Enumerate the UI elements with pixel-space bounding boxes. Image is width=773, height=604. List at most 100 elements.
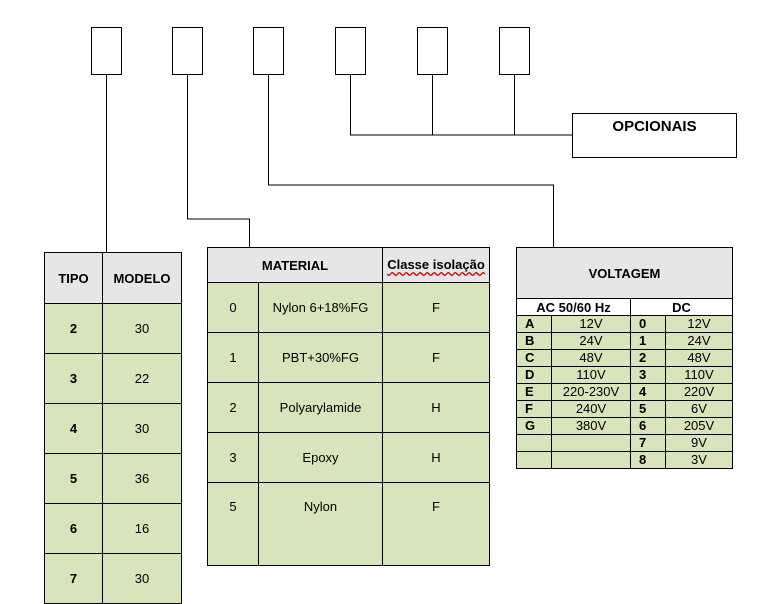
opcionais-label: OPCIONAIS: [612, 118, 697, 135]
code-box-6: [499, 27, 530, 75]
ac-code-cell: F: [516, 400, 552, 418]
classe-cell: F: [382, 482, 490, 566]
classe-cell: H: [382, 432, 490, 483]
table-row: 0 Nylon 6+18%FG F: [207, 282, 490, 333]
dc-voltage-cell: 48V: [665, 349, 733, 367]
table-row: 4 30: [44, 403, 182, 454]
dc-code-cell: 0: [630, 315, 666, 333]
ac-voltage-cell: 12V: [551, 315, 631, 333]
ac-voltage-cell: [551, 434, 631, 452]
connector-voltagem: [268, 75, 554, 247]
table-header-row: VOLTAGEM: [516, 247, 733, 299]
table-row: 5 36: [44, 453, 182, 504]
tipo-cell: 7: [44, 553, 103, 604]
ac-voltage-cell: 48V: [551, 349, 631, 367]
ac-code-cell: B: [516, 332, 552, 350]
table-row: 6 16: [44, 503, 182, 554]
ac-header: AC 50/60 Hz: [516, 298, 631, 316]
ac-code-cell: D: [516, 366, 552, 384]
table-row: 7 30: [44, 553, 182, 604]
modelo-cell: 16: [102, 503, 182, 554]
table-header-row: MATERIAL Classe isolação: [207, 247, 490, 283]
dc-voltage-cell: 12V: [665, 315, 733, 333]
dc-code-cell: 5: [630, 400, 666, 418]
modelo-cell: 30: [102, 303, 182, 354]
connector-material: [187, 75, 250, 247]
code-box-2: [172, 27, 203, 75]
material-name-cell: Nylon: [258, 482, 383, 566]
dc-code-cell: 8: [630, 451, 666, 469]
ac-voltage-cell: 110V: [551, 366, 631, 384]
modelo-header: MODELO: [102, 252, 182, 304]
dc-voltage-cell: 9V: [665, 434, 733, 452]
table-row: 5 Nylon F: [207, 482, 490, 566]
classe-cell: F: [382, 332, 490, 383]
dc-code-cell: 2: [630, 349, 666, 367]
material-header: MATERIAL: [207, 247, 383, 283]
tipo-modelo-table: TIPO MODELO 2 30 3 22 4 30 5 36 6 16 7 3…: [44, 252, 182, 604]
dc-voltage-cell: 24V: [665, 332, 733, 350]
classe-cell: F: [382, 282, 490, 333]
code-box-1: [91, 27, 122, 75]
dc-voltage-cell: 220V: [665, 383, 733, 401]
ac-code-cell: [516, 451, 552, 469]
material-code-cell: 5: [207, 482, 259, 566]
material-table: MATERIAL Classe isolação 0 Nylon 6+18%FG…: [207, 247, 490, 566]
tipo-cell: 3: [44, 353, 103, 404]
ac-code-cell: C: [516, 349, 552, 367]
dc-voltage-cell: 205V: [665, 417, 733, 435]
table-row: 1 PBT+30%FG F: [207, 332, 490, 383]
table-row: 3 22: [44, 353, 182, 404]
ac-voltage-cell: 24V: [551, 332, 631, 350]
code-box-3: [253, 27, 284, 75]
code-box-4: [335, 27, 366, 75]
ac-voltage-cell: 220-230V: [551, 383, 631, 401]
material-name-cell: Nylon 6+18%FG: [258, 282, 383, 333]
dc-code-cell: 6: [630, 417, 666, 435]
dc-code-cell: 3: [630, 366, 666, 384]
ac-code-cell: G: [516, 417, 552, 435]
classe-isolacao-header: Classe isolação: [382, 247, 490, 283]
classe-cell: H: [382, 382, 490, 433]
modelo-cell: 36: [102, 453, 182, 504]
material-name-cell: Epoxy: [258, 432, 383, 483]
table-row: 3 Epoxy H: [207, 432, 490, 483]
opcionais-box: OPCIONAIS: [572, 113, 737, 158]
dc-voltage-cell: 3V: [665, 451, 733, 469]
ac-voltage-cell: [551, 451, 631, 469]
material-code-cell: 3: [207, 432, 259, 483]
dc-code-cell: 7: [630, 434, 666, 452]
dc-header: DC: [630, 298, 733, 316]
voltagem-title: VOLTAGEM: [516, 247, 733, 299]
tipo-header: TIPO: [44, 252, 103, 304]
material-code-cell: 0: [207, 282, 259, 333]
tipo-cell: 4: [44, 403, 103, 454]
dc-code-cell: 1: [630, 332, 666, 350]
ac-code-cell: A: [516, 315, 552, 333]
connector-opcionais: [350, 75, 572, 136]
code-box-5: [417, 27, 448, 75]
classe-isolacao-label: Classe isolação: [387, 257, 485, 272]
tipo-cell: 6: [44, 503, 103, 554]
modelo-cell: 30: [102, 553, 182, 604]
material-code-cell: 1: [207, 332, 259, 383]
dc-voltage-cell: 110V: [665, 366, 733, 384]
ac-code-cell: [516, 434, 552, 452]
table-header-row: TIPO MODELO: [44, 252, 182, 304]
material-code-cell: 2: [207, 382, 259, 433]
material-name-cell: PBT+30%FG: [258, 332, 383, 383]
ac-voltage-cell: 380V: [551, 417, 631, 435]
table-row: 2 30: [44, 303, 182, 354]
dc-code-cell: 4: [630, 383, 666, 401]
table-row: 2 Polyarylamide H: [207, 382, 490, 433]
